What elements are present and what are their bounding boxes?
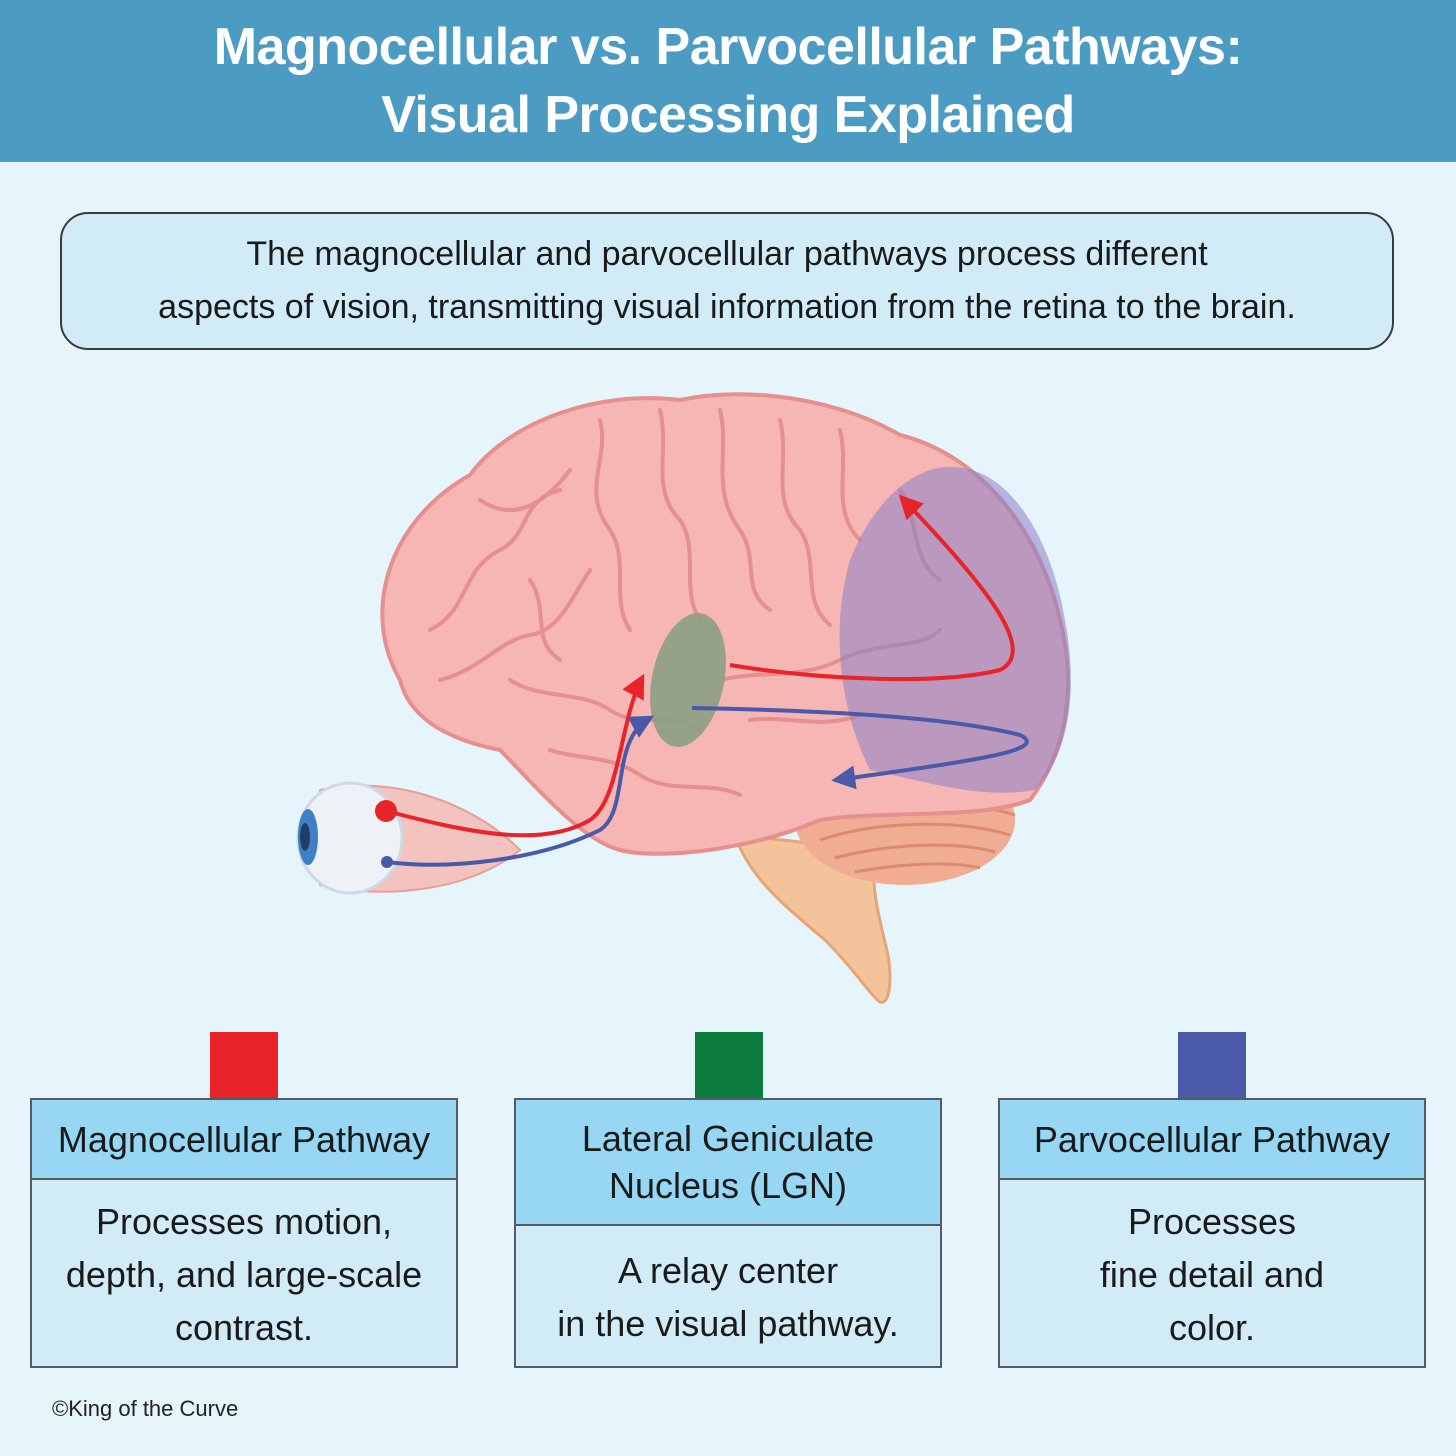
parvocellular-card: Parvocellular Pathway Processes fine det… [998,1098,1426,1368]
card-body-line: fine detail and [1099,1253,1325,1295]
brainstem-icon [732,833,892,1004]
intro-line-1: The magnocellular and parvocellular path… [246,235,1208,273]
page-header: Magnocellular vs. Parvocellular Pathways… [0,0,1456,162]
card-body-line: color. [1168,1306,1256,1348]
magnocellular-card-body: Processes motion, depth, and large-scale… [32,1180,456,1368]
parvocellular-pathway-path [381,706,1029,868]
lgn-region [650,613,726,747]
intro-box: The magnocellular and parvocellular path… [60,212,1394,350]
magnocellular-card: Magnocellular Pathway Processes motion, … [30,1098,458,1368]
parvocellular-card-body: Processes fine detail and color. [1000,1180,1424,1368]
lgn-card-title: Lateral Geniculate Nucleus (LGN) [516,1100,940,1226]
card-body-line: depth, and large-scale [65,1253,423,1295]
eye-icon [296,781,522,895]
copyright-credit: ©King of the Curve [52,1396,239,1421]
page-title-line-2: Visual Processing Explained [381,86,1075,144]
brain-illustration [296,392,1071,1004]
card-body-line: A relay center [617,1250,839,1291]
parvocellular-swatch [1178,1032,1246,1098]
intro-line-2: aspects of vision, transmitting visual i… [158,288,1296,326]
card-title-line: Lateral Geniculate [581,1118,875,1159]
lgn-swatch [695,1032,763,1098]
card-body-line: Processes [1127,1200,1297,1242]
visual-cortex-region [839,466,1071,793]
card-body-line: Processes motion, [95,1200,393,1242]
card-body-line: in the visual pathway. [557,1303,899,1344]
parvocellular-card-title: Parvocellular Pathway [1000,1100,1424,1180]
lgn-card: Lateral Geniculate Nucleus (LGN) A relay… [514,1098,942,1368]
card-title-line: Nucleus (LGN) [608,1165,848,1206]
lgn-card-body: A relay center in the visual pathway. [516,1226,940,1368]
card-body-line: contrast. [174,1306,314,1348]
magnocellular-card-title: Magnocellular Pathway [32,1100,456,1180]
card-title-line: Magnocellular Pathway [57,1118,431,1160]
magnocellular-pathway-path [375,494,1015,838]
page-title-line-1: Magnocellular vs. Parvocellular Pathways… [213,18,1243,76]
card-title-line: Parvocellular Pathway [1033,1118,1391,1160]
magnocellular-swatch [210,1032,278,1098]
